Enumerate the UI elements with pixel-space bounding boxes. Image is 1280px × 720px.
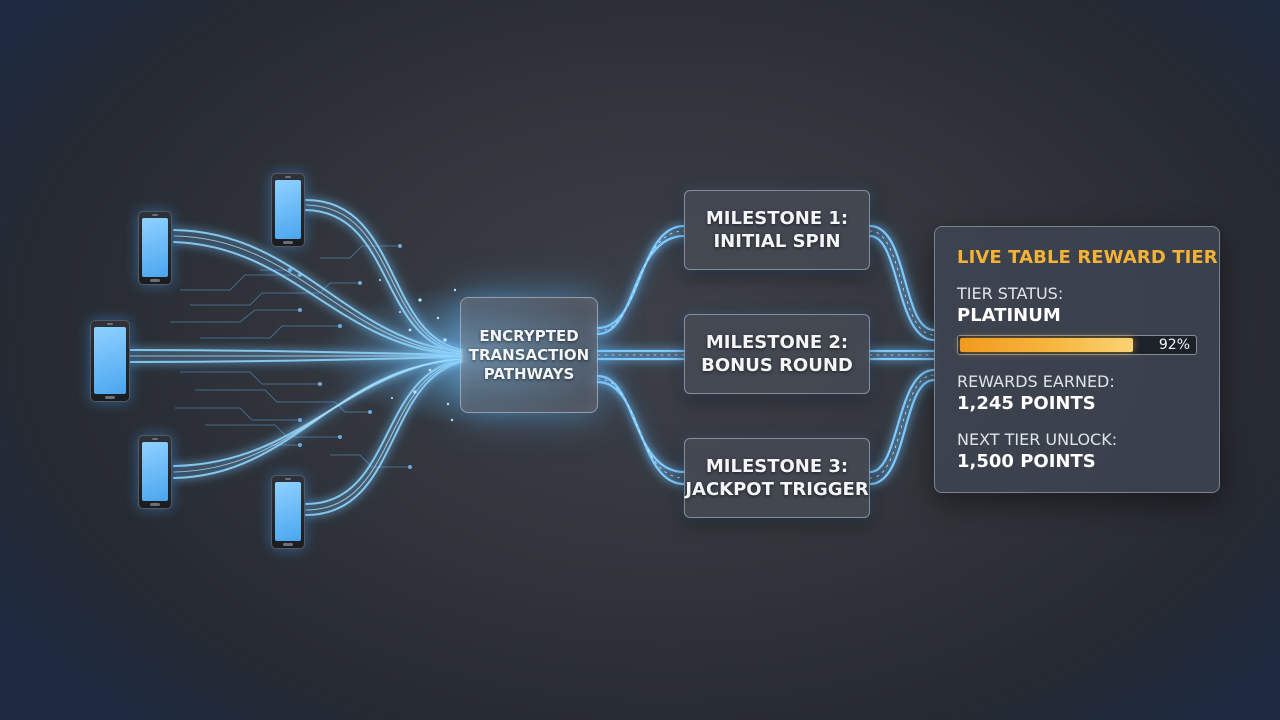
tier-progress-text: 92% — [1158, 337, 1190, 353]
milestone-2-box: MILESTONE 2: BONUS ROUND — [684, 314, 870, 394]
tier-status-value: PLATINUM — [957, 305, 1061, 326]
hub-glow — [320, 285, 620, 425]
smartphone-icon — [90, 320, 130, 402]
smartphone-icon — [138, 435, 172, 509]
milestone-3-box: MILESTONE 3: JACKPOT TRIGGER — [684, 438, 870, 518]
encryption-hub: ENCRYPTED TRANSACTION PATHWAYS — [460, 297, 598, 413]
tier-progress-bar: 92% — [957, 335, 1197, 355]
data-particles — [379, 279, 457, 422]
rewards-earned-label: REWARDS EARNED: — [957, 372, 1115, 391]
milestone-connectors — [594, 224, 938, 486]
hub-label: ENCRYPTED TRANSACTION PATHWAYS — [468, 326, 590, 383]
tier-progress-fill — [960, 338, 1133, 352]
next-tier-label: NEXT TIER UNLOCK: — [957, 430, 1118, 449]
milestone-1-label: MILESTONE 1: INITIAL SPIN — [705, 208, 849, 252]
reward-tier-panel: LIVE TABLE REWARD TIER TIER STATUS: PLAT… — [934, 226, 1220, 493]
smartphone-icon — [271, 475, 305, 549]
milestone-3-label: MILESTONE 3: JACKPOT TRIGGER — [685, 456, 869, 500]
smartphone-icon — [271, 173, 305, 247]
next-tier-value: 1,500 POINTS — [957, 451, 1096, 472]
milestone-2-label: MILESTONE 2: BONUS ROUND — [701, 332, 853, 376]
fiber-streams — [125, 199, 467, 516]
milestone-1-box: MILESTONE 1: INITIAL SPIN — [684, 190, 870, 270]
smartphone-icon — [138, 211, 172, 285]
rewards-earned-value: 1,245 POINTS — [957, 393, 1096, 414]
panel-title: LIVE TABLE REWARD TIER — [957, 247, 1218, 268]
tier-status-label: TIER STATUS: — [957, 284, 1064, 303]
